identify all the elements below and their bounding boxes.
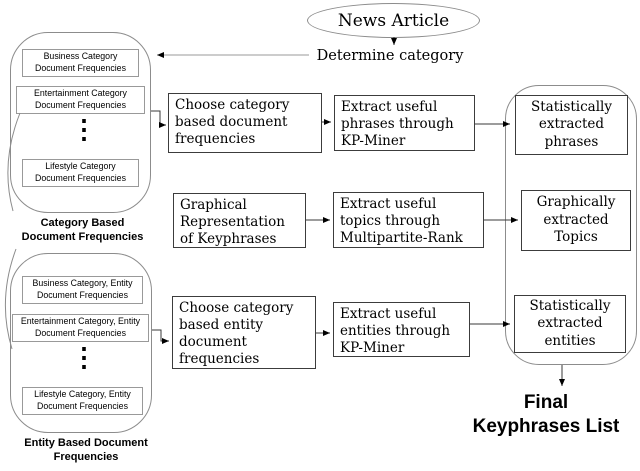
entertainment-category-box: Entertainment Category Document Frequenc… bbox=[16, 86, 145, 114]
lifestyle-entity-box: Lifestyle Category, Entity Document Freq… bbox=[22, 387, 143, 415]
lifestyle-category-box: Lifestyle Category Document Frequencies bbox=[22, 159, 139, 187]
arrow-entity-to-choose bbox=[152, 329, 169, 344]
determine-category-label: Determine category bbox=[316, 48, 464, 64]
final-keyphrases-label: Final Keyphrases List bbox=[472, 392, 620, 437]
business-category-box: Business Category Document Frequencies bbox=[22, 49, 139, 77]
arrow-category-to-choose bbox=[151, 110, 166, 128]
extract-entities-box: Extract useful entities through KP-Miner bbox=[333, 302, 470, 357]
vertical-ellipsis: ⋮ bbox=[71, 115, 97, 145]
entertainment-entity-box: Entertainment Category, Entity Document … bbox=[12, 314, 149, 342]
extract-topics-box: Extract useful topics through Multiparti… bbox=[333, 192, 484, 248]
extracted-topics-box: Graphically extracted Topics bbox=[521, 190, 631, 251]
choose-doc-frequencies-box: Choose category based document frequenci… bbox=[168, 93, 322, 153]
outputs-container bbox=[505, 85, 637, 365]
extracted-entities-box: Statistically extracted entities bbox=[514, 295, 626, 353]
choose-entity-frequencies-box: Choose category based entity document fr… bbox=[172, 296, 316, 369]
graphical-representation-box: Graphical Representation of Keyphrases bbox=[173, 193, 306, 248]
news-article-label: News Article bbox=[337, 10, 450, 31]
category-group-caption: Category Based Document Frequencies bbox=[21, 217, 144, 243]
business-entity-box: Business Category, Entity Document Frequ… bbox=[22, 276, 143, 304]
entity-group-caption: Entity Based Document Frequencies bbox=[24, 437, 148, 463]
extracted-phrases-box: Statistically extracted phrases bbox=[515, 95, 628, 155]
extract-phrases-box: Extract useful phrases through KP-Miner bbox=[334, 95, 475, 151]
vertical-ellipsis: ⋮ bbox=[71, 343, 97, 373]
news-article-node: News Article bbox=[307, 3, 480, 38]
